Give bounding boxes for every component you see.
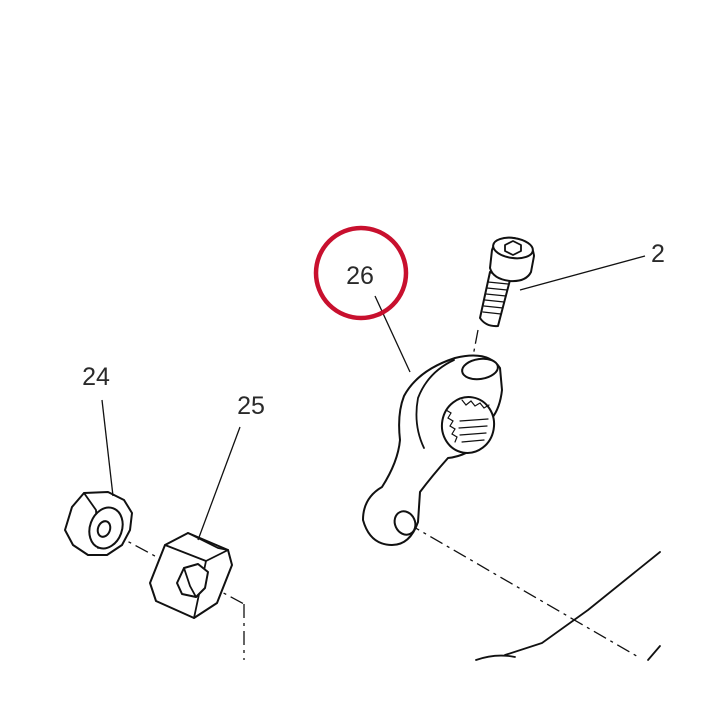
callout-25: 25 [237, 392, 265, 420]
axis-line-right [406, 522, 641, 659]
part-24-flange-nut [64, 491, 133, 556]
frame-outline [475, 551, 661, 661]
leader-lines [101, 255, 646, 541]
part-25-washer [149, 532, 233, 619]
callout-27-partial: 2 [651, 240, 665, 268]
spline-teeth [445, 399, 490, 443]
leader-26 [374, 295, 411, 373]
center-axes [87, 329, 641, 660]
leader-25 [197, 426, 241, 541]
part-27-bolt [479, 236, 535, 328]
callout-26: 26 [346, 262, 374, 290]
leader-24 [101, 399, 114, 497]
part-26-lever-arm [362, 354, 503, 546]
callouts: 24 25 26 2 [82, 240, 665, 420]
highlight-circle [313, 225, 409, 321]
callout-24: 24 [82, 363, 110, 391]
leader-27 [519, 255, 646, 291]
